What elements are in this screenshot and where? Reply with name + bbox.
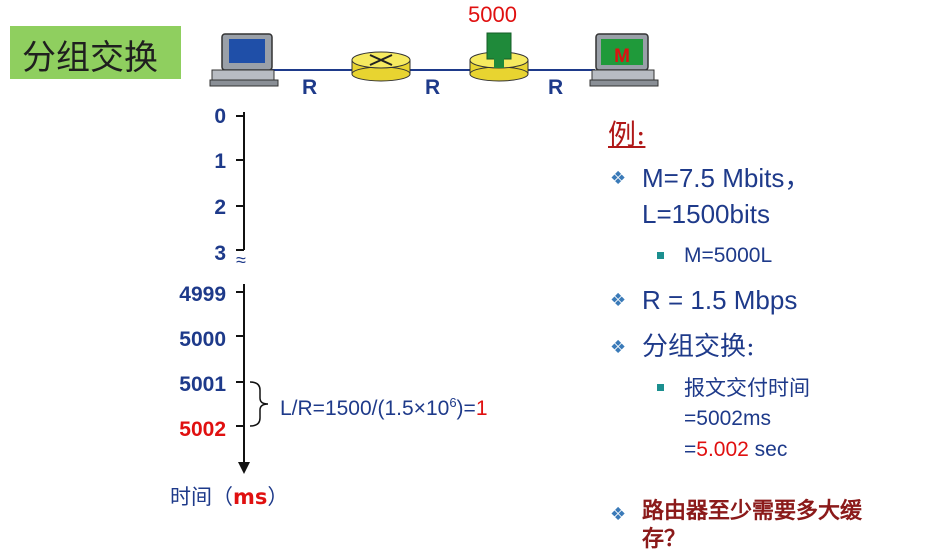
example-heading: 例: (608, 118, 646, 151)
link-rate-label-3: R (548, 76, 564, 99)
link-rate-label-2: R (425, 76, 441, 99)
brace-icon (249, 381, 269, 427)
delivery-time-label: 报文交付时间 (684, 376, 810, 400)
link-rate-label-1: R (302, 76, 318, 99)
axis-arrow-icon (238, 462, 250, 474)
network-diagram: M (209, 32, 659, 87)
formula-close: )= (456, 397, 476, 420)
axis-label-text: 时间（ (170, 485, 233, 509)
square-bullet-icon (657, 384, 664, 391)
delivery-sec-value: 5.002 (696, 438, 749, 461)
formula-lhs: L/R=1500/(1.5×10 (280, 397, 450, 420)
buffer-question: 路由器至少需要多大缓存？ (642, 499, 863, 552)
delivery-time-ms: =5002ms (684, 407, 771, 430)
queued-packets-icon (486, 32, 512, 60)
delivery-sec-prefix: = (684, 438, 697, 461)
delivery-time-sec: =5.002 sec (684, 435, 787, 465)
switching-line: 分组交换: (642, 332, 755, 362)
axis-label-end: ） (267, 485, 289, 509)
tick-label-3: 3 (214, 242, 226, 265)
tick-label-4999: 4999 (179, 283, 226, 306)
transmission-formula: L/R=1500/(1.5×106)=1 (280, 395, 488, 421)
delivery-sec-unit: sec (748, 438, 788, 461)
square-bullet-icon (657, 252, 664, 259)
dest-message-label: M (614, 46, 630, 67)
source-computer-icon (209, 33, 279, 87)
slide-title: 分组交换 (22, 39, 158, 77)
packet-size-line: L=1500bits (642, 199, 770, 229)
link-rate-line: R = 1.5 Mbps (642, 285, 798, 315)
diamond-bullet-icon: ❖ (610, 337, 627, 357)
counter-label: 5000 (468, 2, 517, 27)
tick-label-1: 1 (214, 150, 226, 173)
tick-label-5000: 5000 (179, 328, 226, 351)
tick-label-0: 0 (214, 105, 226, 128)
axis-label: 时间（ms） (170, 481, 288, 511)
packet-count-line: M=5000L (684, 244, 773, 267)
axis-unit: ms (233, 485, 268, 509)
destination-computer-icon: M (589, 33, 659, 87)
axis-break-symbol: ≈ (236, 250, 246, 270)
diamond-bullet-icon: ❖ (610, 168, 627, 188)
router-2-icon (469, 32, 529, 82)
formula-result: 1 (475, 397, 488, 420)
router-1-icon (351, 51, 411, 82)
title-box (10, 26, 181, 79)
diamond-bullet-icon: ❖ (610, 504, 627, 524)
tick-label-5001: 5001 (179, 373, 226, 396)
diamond-bullet-icon: ❖ (610, 290, 627, 310)
tick-label-5002: 5002 (179, 418, 226, 441)
formula-exponent: 6 (449, 395, 457, 410)
tick-label-2: 2 (214, 196, 226, 219)
message-size-line: M=7.5 Mbits， (642, 163, 811, 193)
